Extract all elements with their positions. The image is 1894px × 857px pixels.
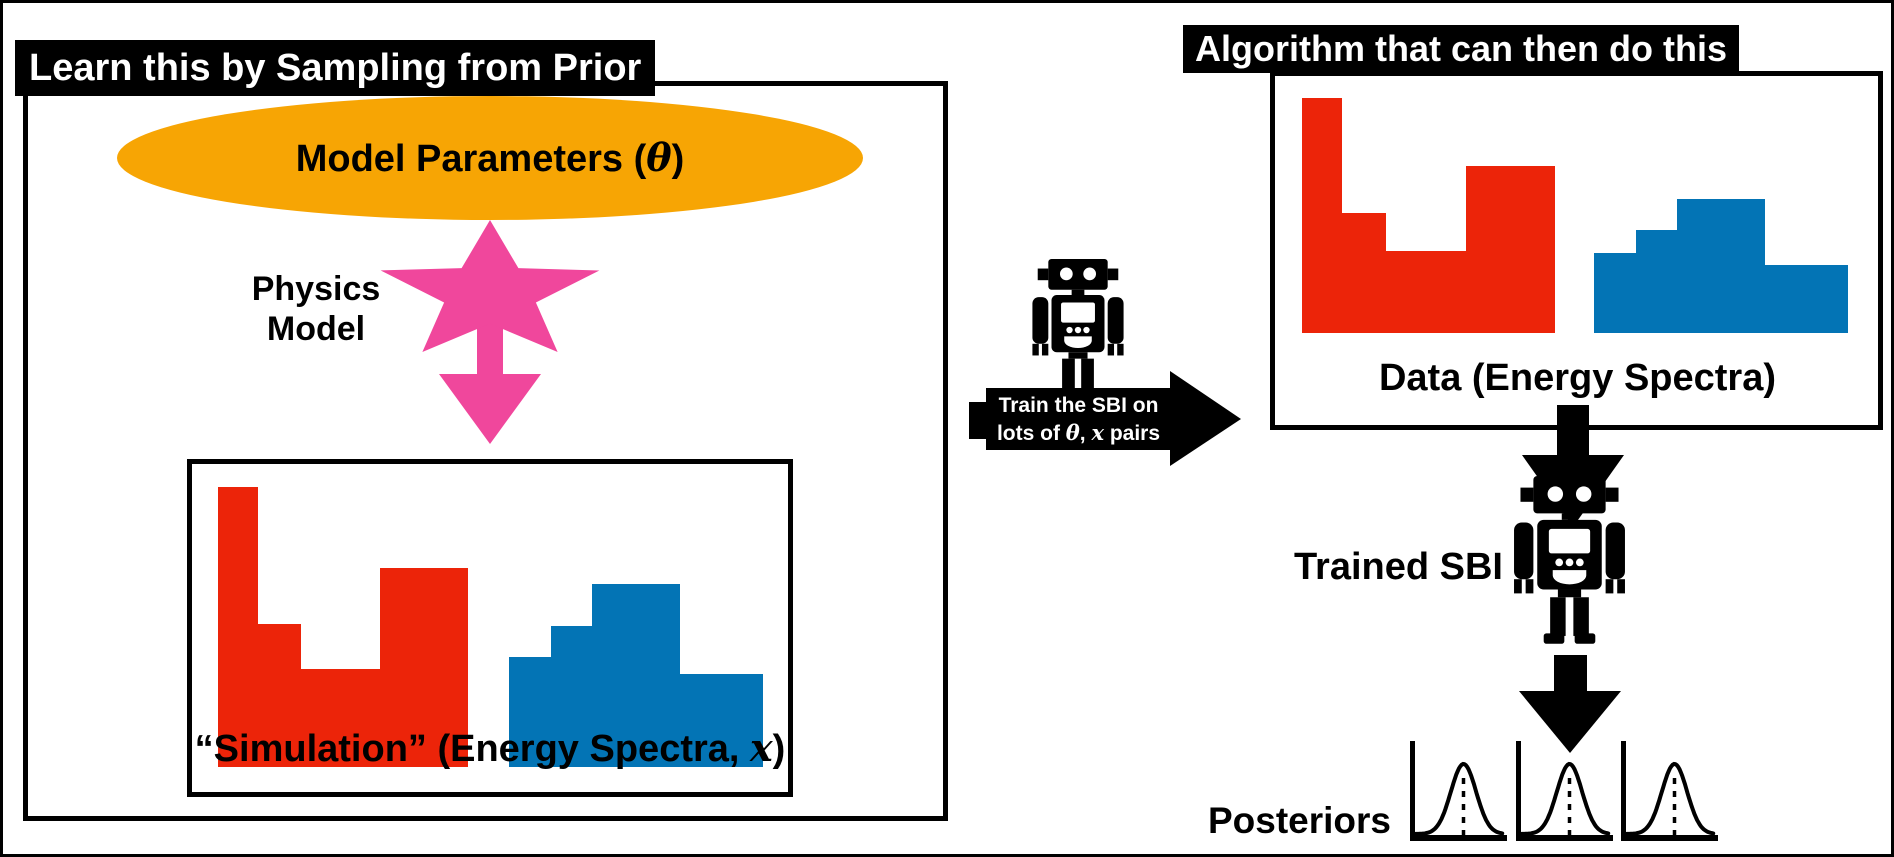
simulation-red-energy-spectrum-bar bbox=[218, 487, 258, 767]
train-arrow-label-line2: lots of θ, x pairs bbox=[996, 419, 1161, 445]
posterior-plot bbox=[1621, 741, 1718, 841]
data-blue-histogram bbox=[1594, 199, 1848, 333]
physics-model-star-arrow-icon bbox=[380, 220, 600, 444]
data-blue-energy-spectrum-bar bbox=[1764, 264, 1848, 333]
simulation-red-energy-spectrum-bar bbox=[380, 568, 468, 767]
posterior-plot bbox=[1516, 741, 1613, 841]
model-parameters-ellipse: Model Parameters (θ) bbox=[117, 96, 863, 220]
sbi-robot-icon bbox=[1032, 259, 1124, 397]
posteriors-label: Posteriors bbox=[1208, 800, 1392, 841]
physics-model-label-line2: Model bbox=[266, 310, 366, 348]
data-blue-energy-spectrum-bar bbox=[1594, 252, 1636, 333]
model-parameters-label: Model Parameters (θ) bbox=[295, 135, 685, 180]
physics-model-label: Physics Model bbox=[216, 269, 416, 349]
train-arrow-label-line1: Train the SBI on bbox=[998, 393, 1159, 417]
simulation-red-energy-spectrum-bar bbox=[301, 669, 380, 767]
data-blue-energy-spectrum-bar bbox=[1635, 229, 1677, 333]
train-arrow-label: Train the SBI on lots of θ, x pairs bbox=[986, 388, 1171, 450]
data-red-energy-spectrum-bar bbox=[1302, 98, 1343, 333]
data-red-energy-spectrum-bar bbox=[1465, 166, 1555, 333]
trained-sbi-robot-icon bbox=[1514, 476, 1625, 644]
simulation-box bbox=[187, 459, 793, 797]
data-red-energy-spectrum-bar bbox=[1342, 213, 1386, 333]
simulation-red-energy-spectrum-bar bbox=[258, 624, 301, 767]
algorithm-panel-title: Algorithm that can then do this bbox=[1183, 25, 1739, 73]
simulation-red-histogram bbox=[218, 487, 468, 767]
simulation-blue-energy-spectrum-bar bbox=[679, 673, 763, 767]
data-red-energy-spectrum-bar bbox=[1385, 250, 1466, 333]
data-red-histogram bbox=[1302, 98, 1555, 333]
sbi-to-posteriors-arrow-icon bbox=[1519, 655, 1621, 753]
posterior-plots bbox=[1410, 741, 1718, 841]
data-caption: Data (Energy Spectra) bbox=[1378, 357, 1776, 399]
train-arrow-icon bbox=[969, 371, 1241, 466]
simulation-blue-energy-spectrum-bar bbox=[550, 626, 592, 767]
posterior-plot bbox=[1410, 741, 1507, 841]
diagram-graphics-layer bbox=[380, 220, 1718, 841]
simulation-blue-energy-spectrum-bar bbox=[509, 657, 551, 767]
physics-model-label-line1: Physics bbox=[251, 270, 381, 308]
prior-panel-title: Learn this by Sampling from Prior bbox=[15, 40, 656, 96]
data-blue-energy-spectrum-bar bbox=[1676, 199, 1765, 333]
simulation-blue-histogram bbox=[509, 584, 763, 767]
simulation-blue-energy-spectrum-bar bbox=[591, 584, 680, 767]
trained-sbi-label: Trained SBI bbox=[1293, 546, 1503, 588]
simulation-caption: “Simulation” (Energy Spectra, x) bbox=[194, 725, 786, 770]
